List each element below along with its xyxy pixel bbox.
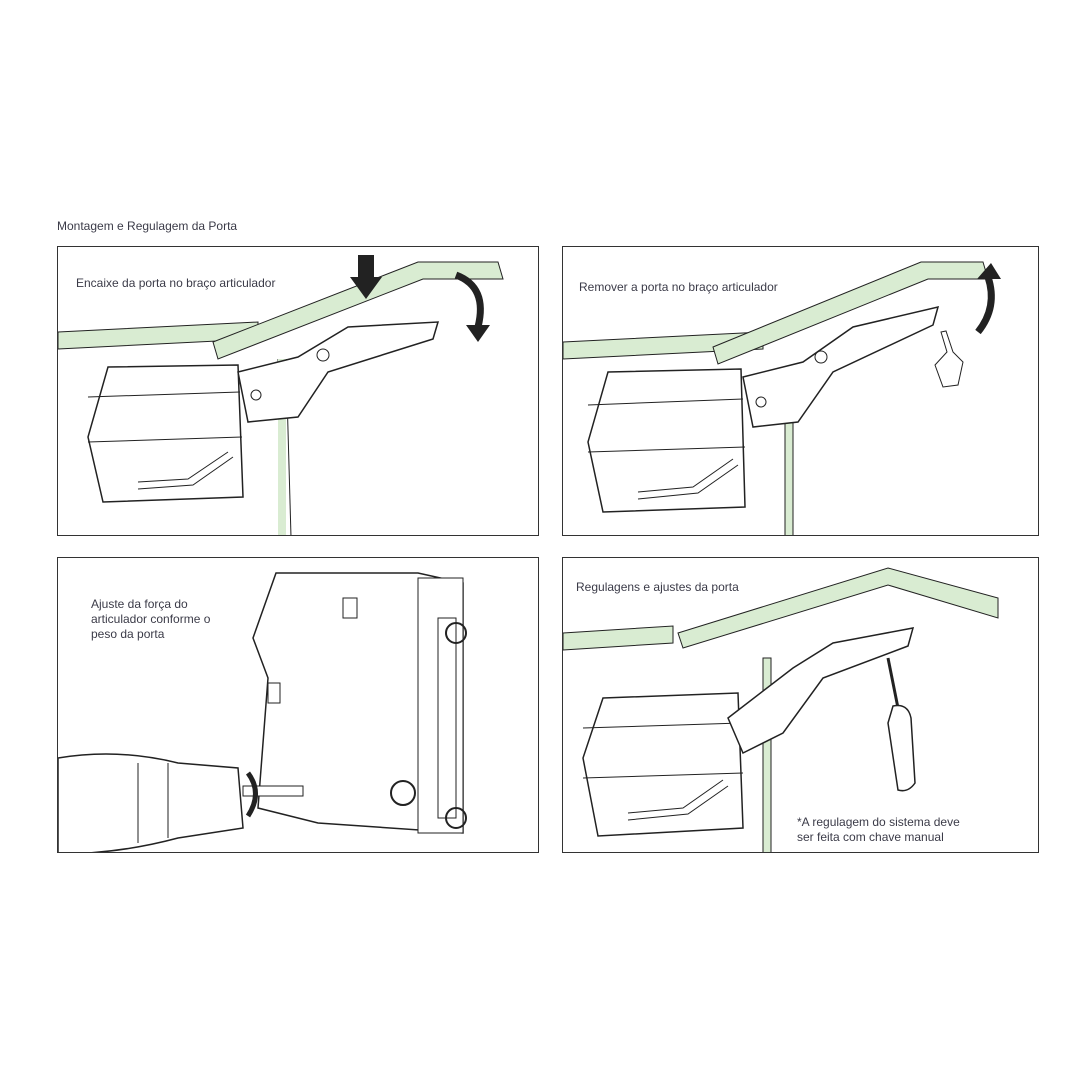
- rotate-arrow-icon: [975, 275, 995, 335]
- panel-remove-door: Remover a porta no braço articulador: [562, 246, 1039, 536]
- caption-line: Ajuste da força do: [91, 597, 188, 611]
- section-title: Montagem e Regulagem da Porta: [57, 219, 238, 233]
- note-line: *A regulagem do sistema deve: [797, 815, 960, 829]
- panel-caption: Regulagens e ajustes da porta: [576, 580, 739, 594]
- panel-door-adjustments: Regulagens e ajustes da porta *A regulag…: [562, 557, 1039, 853]
- rotate-arrow-icon: [454, 271, 484, 328]
- note: *A regulagem do sistema deve ser feita c…: [797, 815, 960, 845]
- hand-pointer-icon: [934, 330, 964, 388]
- drill-adjust-illustration: [58, 572, 467, 852]
- panel-caption: Ajuste da força do articulador conforme …: [91, 597, 210, 642]
- caption-line: articulador conforme o: [91, 612, 211, 626]
- note-line: ser feita com chave manual: [797, 830, 944, 844]
- caption-line: peso da porta: [91, 627, 165, 641]
- panel-caption: Encaixe da porta no braço articulador: [76, 276, 276, 290]
- panel-force-adjust: Ajuste da força do articulador conforme …: [57, 557, 539, 853]
- rotate-arrow-icon: [245, 771, 258, 818]
- arrow-down-icon: [350, 255, 382, 299]
- panel-caption: Remover a porta no braço articulador: [579, 280, 778, 294]
- door-mount-illustration: [58, 255, 504, 535]
- screwdriver-icon: [887, 704, 916, 792]
- door-remove-illustration: [563, 261, 1001, 535]
- panel-mount-door: Encaixe da porta no braço articulador: [57, 246, 539, 536]
- screwdriver-adjust-illustration: [563, 567, 999, 852]
